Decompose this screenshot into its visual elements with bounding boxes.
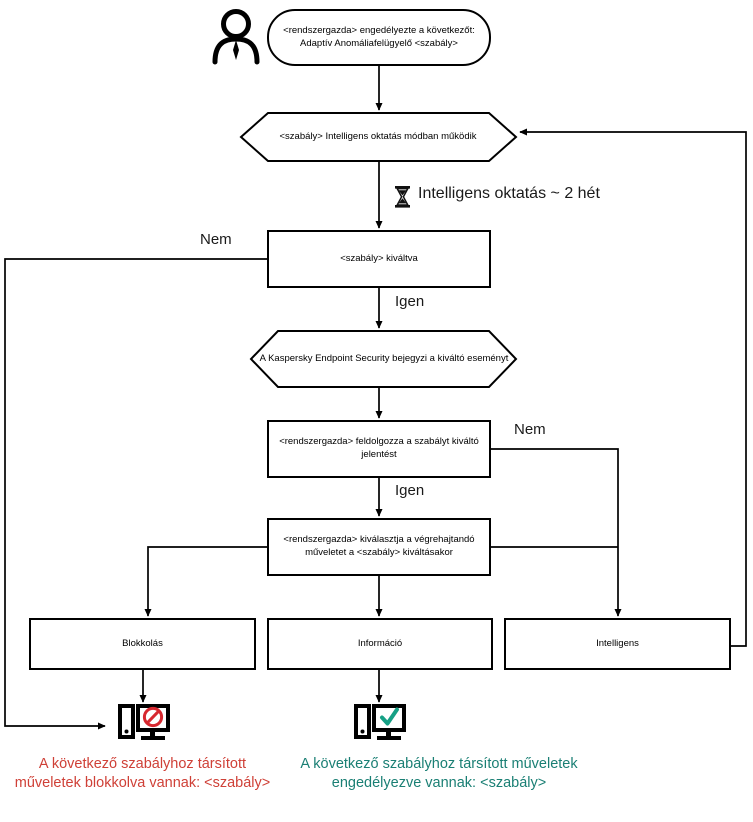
edge-rule-triggered-no <box>4 258 268 730</box>
node-rule-triggered-shape <box>267 230 491 288</box>
edge-label-no-report: Nem <box>514 421 546 438</box>
hourglass-icon <box>395 186 410 208</box>
node-start-shape <box>267 9 491 66</box>
edge-smart-feedback-loop <box>519 128 747 647</box>
caption-allowed-text: A következő szabályhoz társított művelet… <box>300 756 578 792</box>
edge-label-yes-report: Igen <box>395 482 424 499</box>
computer-blocked-icon <box>118 704 170 740</box>
smart-training-duration-label: Intelligens oktatás ~ 2 hét <box>418 185 600 203</box>
node-action-smart-shape <box>504 618 731 670</box>
node-kes-logs-event-shape <box>249 330 518 388</box>
edge-admin-report-no <box>490 448 622 617</box>
caption-allowed: A következő szabályhoz társított művelet… <box>294 755 584 793</box>
node-action-block-shape <box>29 618 256 670</box>
node-admin-processes-report-shape <box>267 420 491 478</box>
node-admin-selects-action-shape <box>267 518 491 576</box>
edge-label-no-report-text: Nem <box>514 421 546 438</box>
edge-label-no-triggered-text: Nem <box>200 231 232 248</box>
person-icon <box>212 9 260 65</box>
edge-label-yes-triggered: Igen <box>395 293 424 310</box>
caption-blocked: A következő szabályhoz társított művelet… <box>10 755 275 793</box>
caption-blocked-text: A következő szabályhoz társított művelet… <box>14 756 271 792</box>
smart-training-duration-text: Intelligens oktatás ~ 2 hét <box>418 185 600 202</box>
node-smart-training-shape <box>239 112 518 162</box>
computer-allowed-icon <box>354 704 406 740</box>
edge-label-yes-report-text: Igen <box>395 482 425 499</box>
node-action-info-shape <box>267 618 493 670</box>
edge-select-action-to-block <box>144 546 268 617</box>
edge-label-no-triggered: Nem <box>200 231 232 248</box>
edge-label-yes-triggered-text: Igen <box>395 293 425 310</box>
